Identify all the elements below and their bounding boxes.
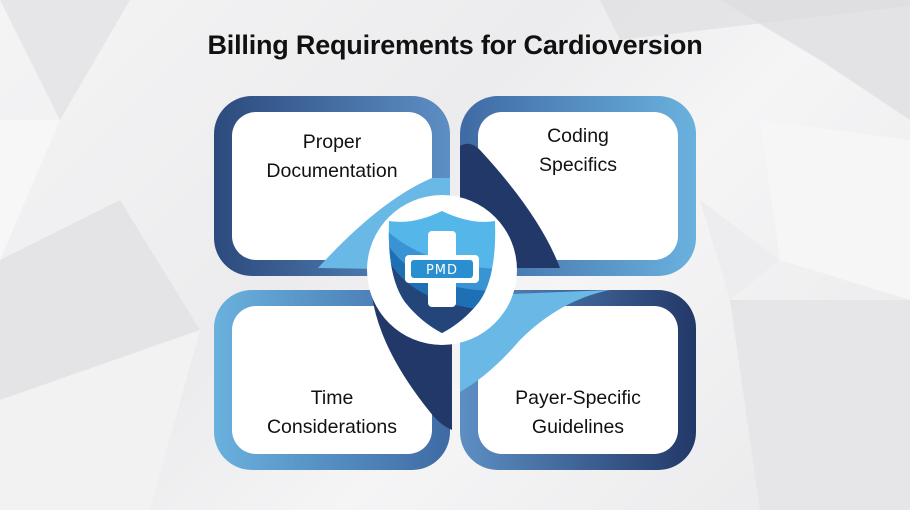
card-label: Time Considerations bbox=[266, 387, 398, 438]
logo-text: PMD bbox=[426, 263, 458, 278]
card-label: Coding Specifics bbox=[538, 125, 618, 176]
card-label: Proper Documentation bbox=[266, 131, 398, 182]
card-label: Payer-Specific Guidelines bbox=[515, 387, 641, 438]
shield-cross-icon: PMD bbox=[388, 211, 496, 333]
page-title: Billing Requirements for Cardioversion bbox=[207, 30, 703, 60]
